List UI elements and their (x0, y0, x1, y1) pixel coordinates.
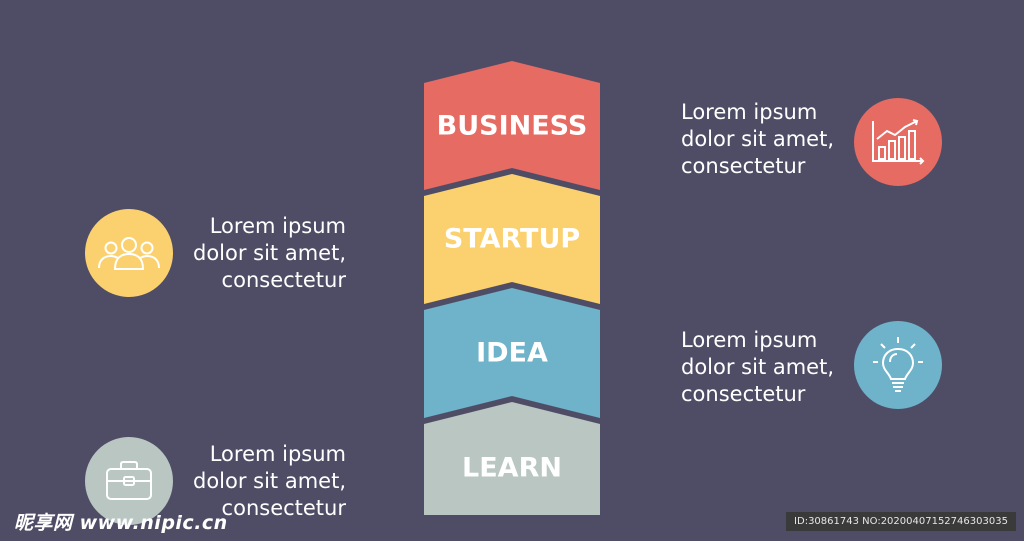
bar-chart-icon (872, 119, 925, 165)
note-startup-line3: consectetur (221, 268, 346, 292)
note-learn-line1: Lorem ipsum (209, 442, 346, 466)
business-badge (854, 98, 942, 186)
watermark-brand: 昵享网 www.nipic.cn (14, 512, 228, 534)
note-business-line3: consectetur (681, 154, 806, 178)
briefcase-icon (106, 461, 152, 500)
note-startup-line2: dolor sit amet, (192, 241, 346, 265)
note-business-line2: dolor sit amet, (681, 127, 835, 151)
step-business-shape (424, 61, 600, 190)
note-idea-line1: Lorem ipsum (681, 328, 818, 352)
note-learn-line3: consectetur (221, 496, 346, 520)
step-startup-label: STARTUP (444, 224, 580, 255)
watermark-id: ID:30861743 NO:20200407152746303035 (786, 512, 1016, 531)
note-learn-line2: dolor sit amet, (192, 469, 346, 493)
note-idea: Lorem ipsum dolor sit amet, consectetur (681, 327, 834, 408)
step-learn-shape (424, 402, 600, 515)
note-startup: Lorem ipsum dolor sit amet, consectetur (193, 213, 346, 294)
note-startup-line1: Lorem ipsum (209, 214, 346, 238)
note-business-line1: Lorem ipsum (681, 100, 818, 124)
note-idea-line2: dolor sit amet, (681, 355, 835, 379)
startup-badge (85, 209, 173, 297)
step-learn-label: LEARN (462, 453, 562, 484)
note-learn: Lorem ipsum dolor sit amet, consectetur (193, 441, 346, 522)
idea-badge (854, 321, 942, 409)
learn-badge (85, 437, 173, 525)
step-business-label: BUSINESS (437, 111, 588, 142)
lightbulb-icon (873, 337, 923, 392)
step-idea-shape (424, 288, 600, 418)
note-business: Lorem ipsum dolor sit amet, consectetur (681, 99, 834, 180)
step-idea-label: IDEA (476, 338, 548, 369)
team-icon (98, 237, 160, 270)
note-idea-line3: consectetur (681, 382, 806, 406)
step-startup-shape (424, 174, 600, 304)
